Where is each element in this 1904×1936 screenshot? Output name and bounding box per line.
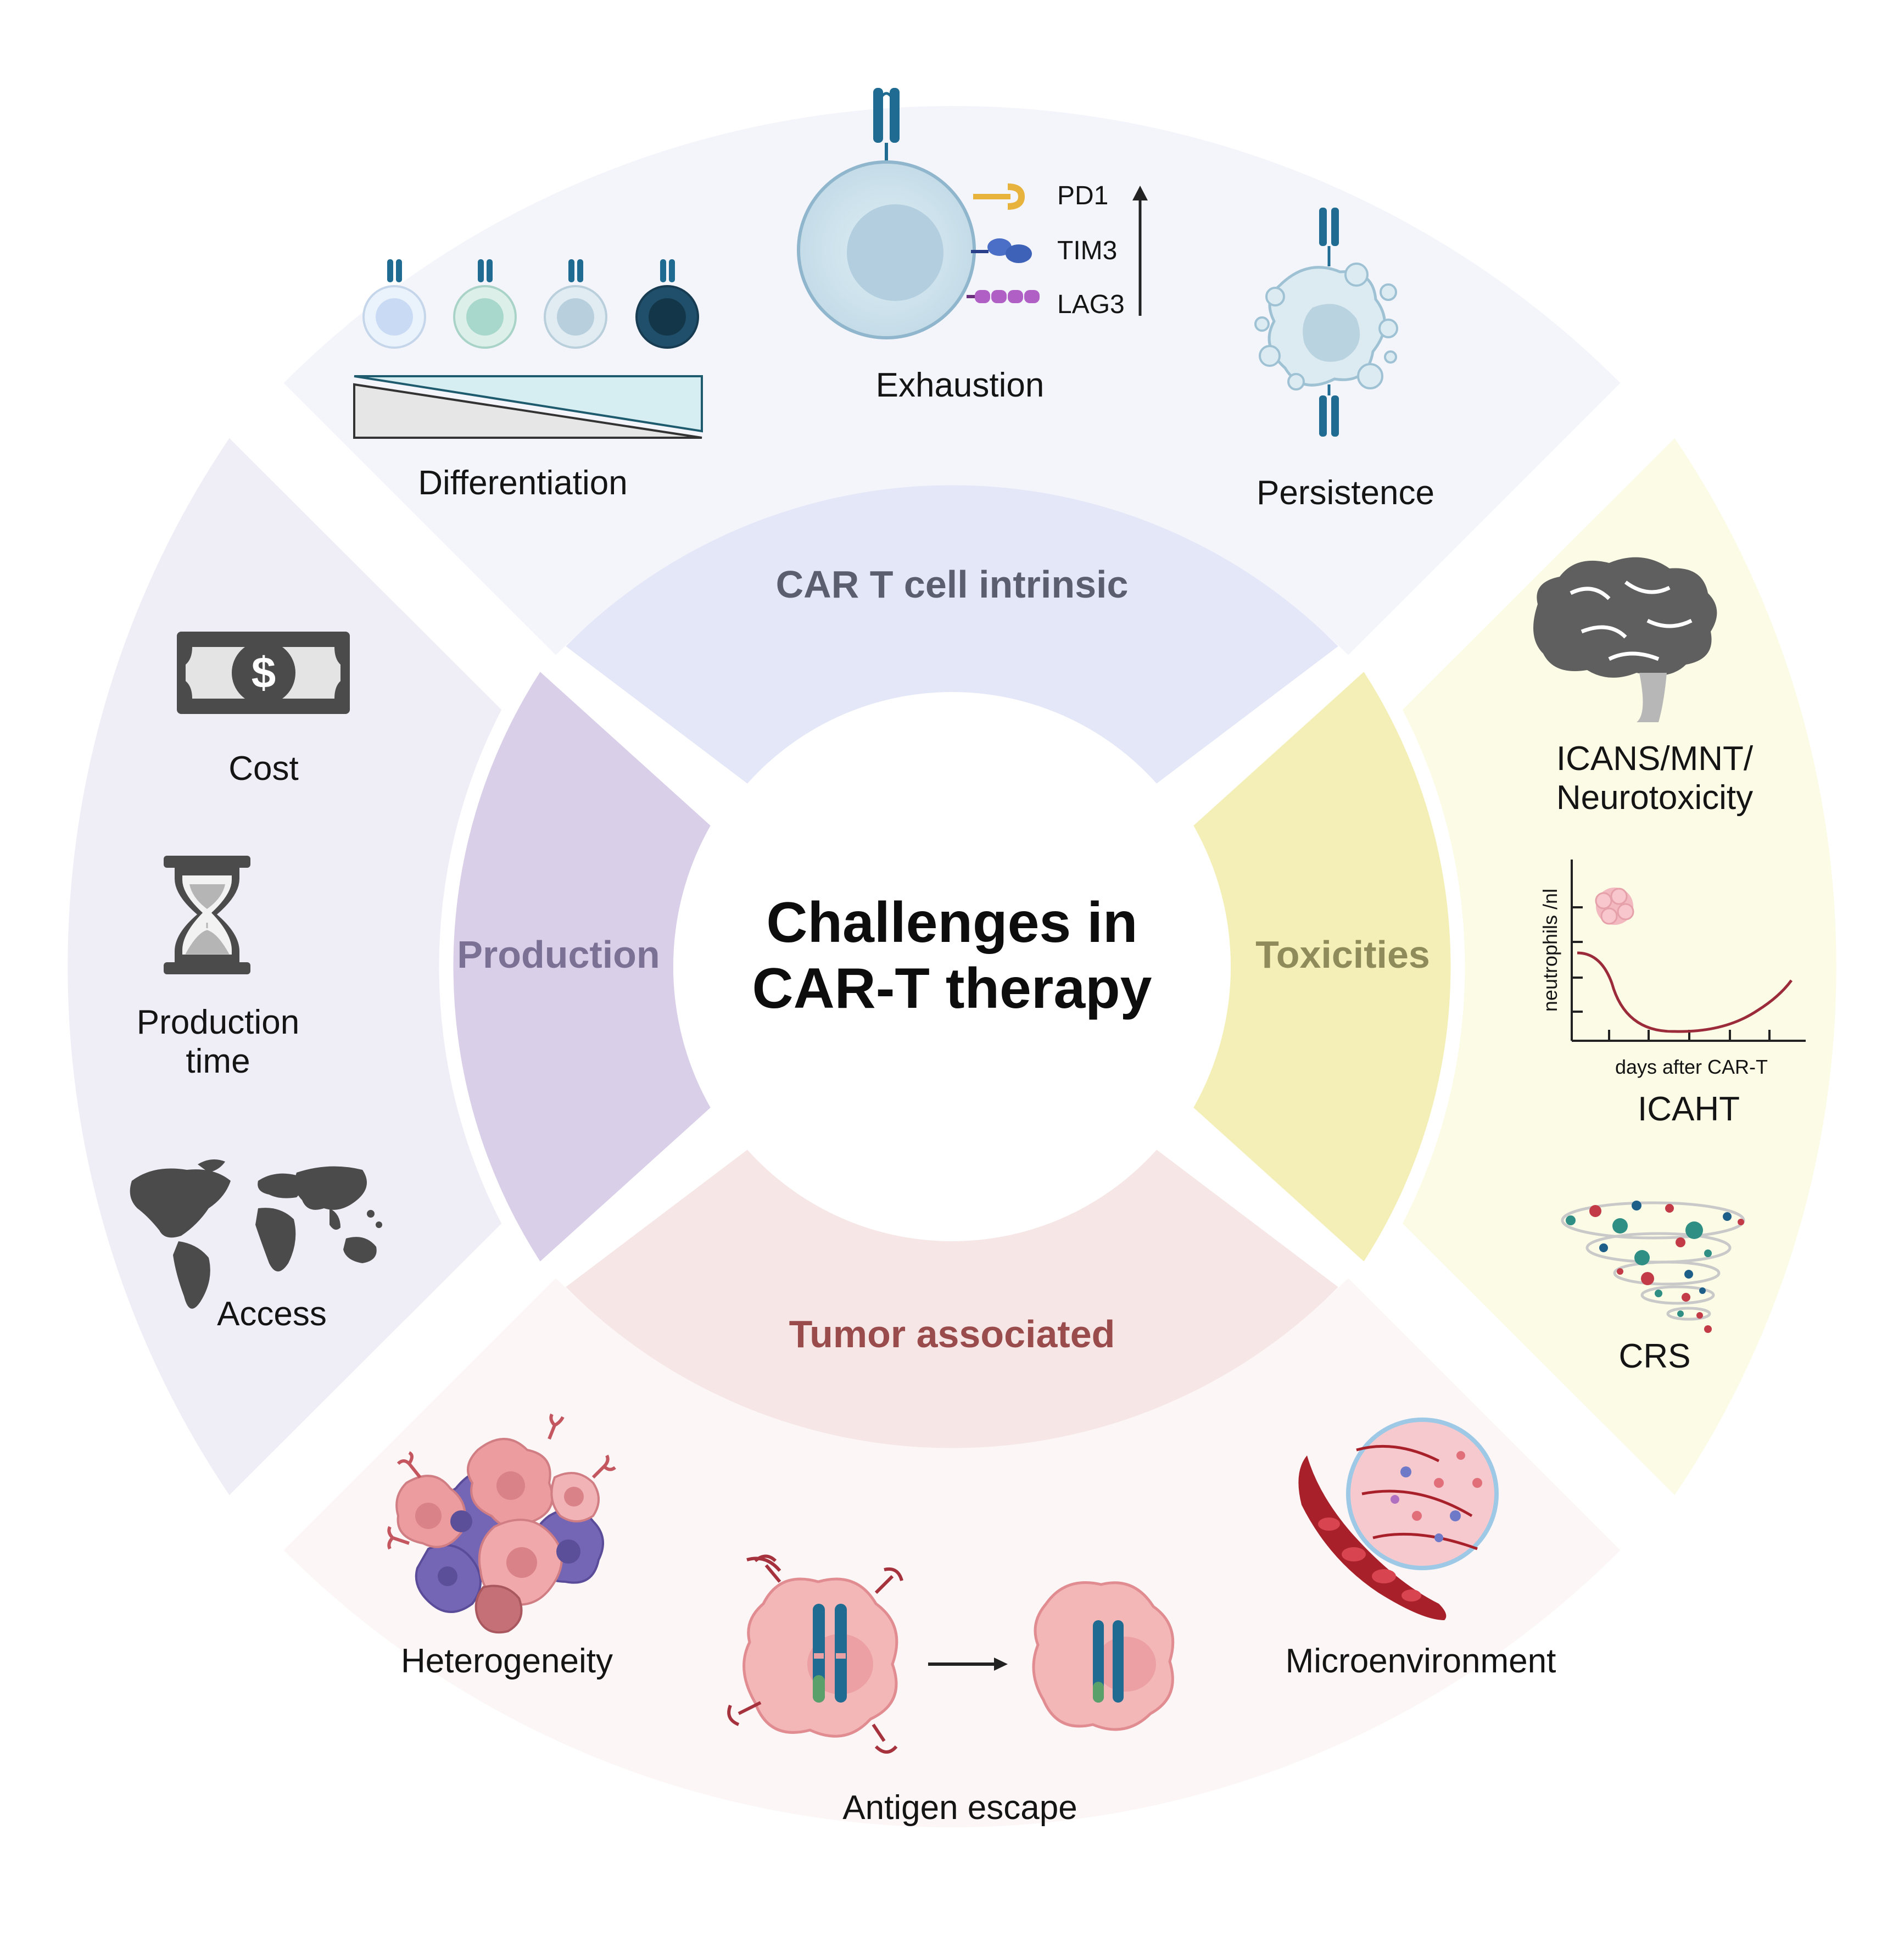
- inner-ring: [453, 485, 1451, 1448]
- label-production-line1: Production: [137, 1003, 299, 1041]
- label-crs: CRS: [1619, 1337, 1691, 1375]
- intrinsic-inner-sector: [566, 485, 1338, 784]
- cytokine-storm-icon: [1561, 1201, 1745, 1333]
- label-differentiation: Differentiation: [418, 464, 627, 502]
- marker-lag3: LAG3: [1057, 290, 1125, 319]
- sector-title-intrinsic: CAR T cell intrinsic: [776, 563, 1129, 606]
- marker-tim3: TIM3: [1057, 236, 1117, 265]
- label-microenvironment: Microenvironment: [1286, 1642, 1556, 1680]
- label-exhaustion: Exhaustion: [876, 366, 1045, 404]
- graph-ylabel: neutrophils /nl: [1539, 889, 1561, 1012]
- marker-pd1: PD1: [1057, 181, 1108, 210]
- brain-icon: [1533, 557, 1717, 722]
- center-circle: [677, 692, 1227, 1241]
- persistence-illustration: [1254, 208, 1398, 437]
- heterogeneity-illustration: [387, 1413, 616, 1634]
- t-cell-icon: [635, 259, 699, 349]
- tumor-inner-sector: [566, 1150, 1338, 1448]
- t-cell-icon: [453, 259, 517, 349]
- world-map-icon: [130, 1159, 382, 1309]
- differentiation-gray-wedge: [353, 383, 702, 439]
- neutrophil-curve: [1577, 951, 1793, 1033]
- exhaustion-illustration: [797, 88, 1148, 339]
- graph-xlabel: days after CAR-T: [1615, 1056, 1768, 1078]
- tumor-outer-sector: [283, 1278, 1621, 1828]
- label-persistence: Persistence: [1257, 474, 1434, 512]
- t-cell-icon: [362, 259, 426, 349]
- label-access: Access: [217, 1295, 327, 1333]
- label-icans-line1: ICANS/MNT/: [1556, 740, 1754, 778]
- sector-title-tumor: Tumor associated: [789, 1313, 1115, 1355]
- blood-vessel-icon: [1298, 1418, 1499, 1620]
- intrinsic-outer-sector: [283, 105, 1621, 655]
- svg-text:$: $: [252, 648, 276, 697]
- label-production-line2: time: [186, 1042, 250, 1080]
- label-icans-line2: Neurotoxicity: [1556, 779, 1753, 817]
- production-outer-sector: [68, 438, 502, 1496]
- label-cost: Cost: [228, 750, 298, 788]
- sector-title-production: Production: [457, 933, 660, 976]
- toxicities-inner-sector: [1193, 672, 1451, 1262]
- sector-title-toxicities: Toxicities: [1255, 933, 1430, 976]
- label-icaht: ICAHT: [1638, 1090, 1740, 1128]
- icaht-neutrophil-graph: [1571, 860, 1806, 1042]
- center-title-line2: CAR-T therapy: [752, 957, 1152, 1020]
- label-antigen-escape: Antigen escape: [842, 1789, 1077, 1827]
- differentiation-illustration: [353, 259, 703, 439]
- dollar-bill-icon: $: [177, 632, 350, 714]
- label-heterogeneity: Heterogeneity: [401, 1642, 613, 1680]
- hourglass-icon: [164, 856, 250, 974]
- production-inner-sector: [453, 672, 711, 1262]
- neutrophil-cluster-icon: [1595, 888, 1634, 925]
- differentiation-blue-wedge: [354, 375, 703, 433]
- t-cell-icon: [544, 259, 607, 349]
- antigen-escape-illustration: [727, 1554, 1175, 1754]
- center-title-line1: Challenges in: [766, 891, 1137, 955]
